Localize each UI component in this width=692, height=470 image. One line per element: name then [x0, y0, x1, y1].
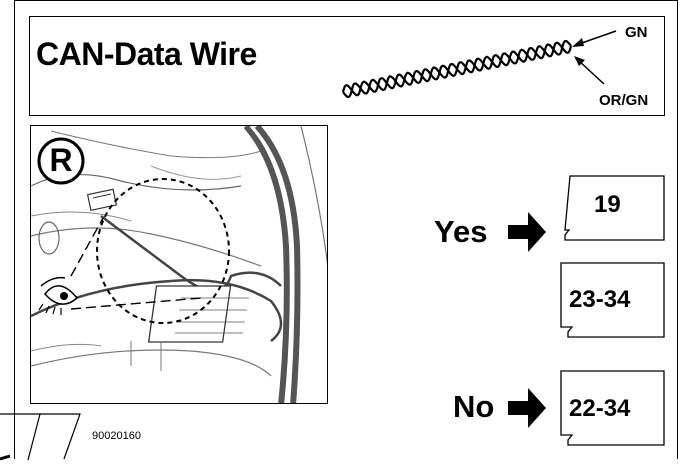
- ref-page-23-34: 23-34: [569, 286, 631, 313]
- figure-number: 90020160: [92, 430, 141, 442]
- gn-arrowhead: [572, 38, 584, 47]
- orgn-arrowhead: [574, 56, 585, 66]
- diagram-title: CAN-Data Wire: [36, 36, 257, 72]
- title-box: [29, 16, 665, 116]
- ref-page-19: 19: [594, 191, 621, 218]
- r-marker-circle: [37, 137, 85, 185]
- twisted-wire-illustration: [341, 30, 617, 99]
- page-frame: [14, 0, 678, 459]
- ref-box-22-34: [560, 370, 665, 446]
- wire-label-gn: GN: [625, 24, 648, 41]
- ref-box-19: [564, 175, 665, 241]
- r-marker-label: R: [49, 142, 73, 178]
- yes-label: Yes: [434, 214, 488, 249]
- ref-box-23-34: [560, 262, 665, 338]
- trunk-line-art: [31, 126, 327, 403]
- page-corner-tab: [0, 413, 81, 461]
- vehicle-interior-illustration: R: [30, 125, 328, 404]
- no-arrow-icon: [508, 388, 546, 428]
- no-label: No: [453, 389, 495, 424]
- ref-page-22-34: 22-34: [569, 395, 631, 422]
- yes-arrow-icon: [508, 212, 546, 252]
- orgn-pointer-line: [577, 59, 605, 85]
- wire-label-or-gn: OR/GN: [599, 92, 649, 109]
- eye-icon: [38, 276, 79, 315]
